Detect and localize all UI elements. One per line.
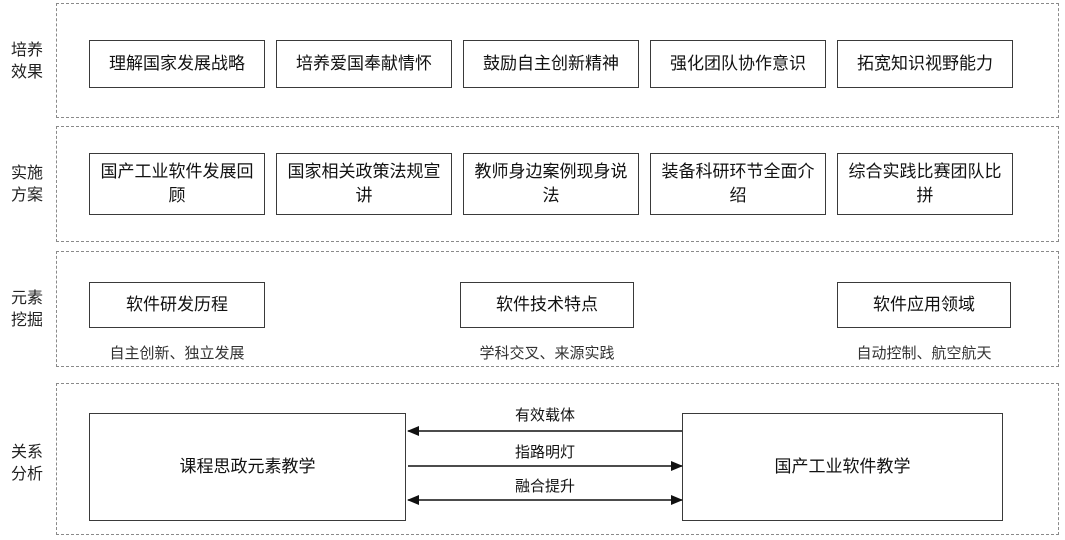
section-label-plan-line2: 方案 [10, 185, 43, 204]
element-box-history: 软件研发历程 [89, 282, 265, 328]
arrow-label-effective-carrier: 有效载体 [514, 406, 575, 424]
arrow-label-guiding-light: 指路明灯 [514, 443, 575, 461]
relation-right-box: 国产工业软件教学 [682, 413, 1003, 521]
section-plan [56, 126, 1059, 242]
section-label-plan: 实施 方案 [4, 162, 50, 206]
element-box-features: 软件技术特点 [460, 282, 634, 328]
plan-box-4: 装备科研环节全面介绍 [650, 153, 826, 215]
section-label-relation: 关系 分析 [4, 441, 50, 485]
plan-box-2: 国家相关政策法规宣讲 [276, 153, 452, 215]
section-label-relation-line1: 关系 [10, 442, 43, 461]
plan-box-3: 教师身边案例现身说法 [463, 153, 639, 215]
section-label-effect: 培养 效果 [4, 39, 50, 83]
plan-box-1: 国产工业软件发展回顾 [89, 153, 265, 215]
element-sub-applications: 自动控制、航空航天 [856, 344, 992, 362]
plan-box-5: 综合实践比赛团队比拼 [837, 153, 1013, 215]
section-effect [56, 3, 1059, 118]
section-label-element-line2: 挖掘 [10, 310, 43, 329]
element-box-applications: 软件应用领域 [837, 282, 1011, 328]
effect-box-4: 强化团队协作意识 [650, 40, 826, 88]
relation-left-box: 课程思政元素教学 [89, 413, 406, 521]
section-label-element: 元素 挖掘 [4, 287, 50, 331]
section-label-plan-line1: 实施 [10, 163, 43, 182]
section-label-relation-line2: 分析 [10, 464, 43, 483]
effect-box-5: 拓宽知识视野能力 [837, 40, 1013, 88]
section-label-element-line1: 元素 [10, 288, 43, 307]
section-relation [56, 383, 1059, 535]
element-sub-features: 学科交叉、来源实践 [479, 344, 615, 362]
section-label-effect-line1: 培养 [10, 40, 43, 59]
element-sub-history: 自主创新、独立发展 [109, 344, 245, 362]
effect-box-1: 理解国家发展战略 [89, 40, 265, 88]
section-label-effect-line2: 效果 [10, 62, 43, 81]
arrow-label-integration: 融合提升 [514, 477, 575, 495]
effect-box-2: 培养爱国奉献情怀 [276, 40, 452, 88]
section-element [56, 251, 1059, 367]
effect-box-3: 鼓励自主创新精神 [463, 40, 639, 88]
